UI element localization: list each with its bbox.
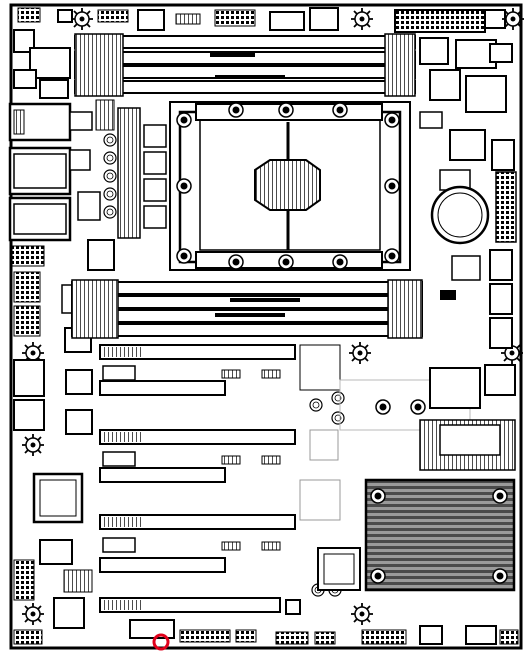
pcie-slots: [99, 344, 296, 613]
dimm-slots-lower: [71, 279, 423, 339]
fan-header-icon: [70, 7, 94, 31]
fan-header-icon: [21, 433, 45, 457]
right-upper-area: [419, 37, 515, 191]
fan-header-icon: [348, 341, 372, 365]
cpu-socket: [169, 101, 411, 271]
bottom-headers: [129, 599, 519, 645]
middle-components: [221, 344, 345, 597]
highlighted-header-pin[interactable]: [152, 633, 170, 651]
right-middle-area: [419, 364, 516, 471]
vrm-area: [95, 99, 167, 239]
dimm-slots-upper: [74, 33, 416, 97]
lower-left-area: [13, 359, 93, 645]
cmos-battery: [430, 185, 490, 245]
chipset-heatsink: [364, 478, 516, 592]
fan-header-icon: [350, 602, 374, 626]
fan-header-icon: [350, 7, 374, 31]
right-edge-connectors: [440, 171, 517, 349]
fan-header-icon: [501, 7, 525, 31]
top-connectors: [17, 7, 506, 33]
bmc-chip: [317, 547, 361, 591]
fan-header-icon: [21, 602, 45, 626]
